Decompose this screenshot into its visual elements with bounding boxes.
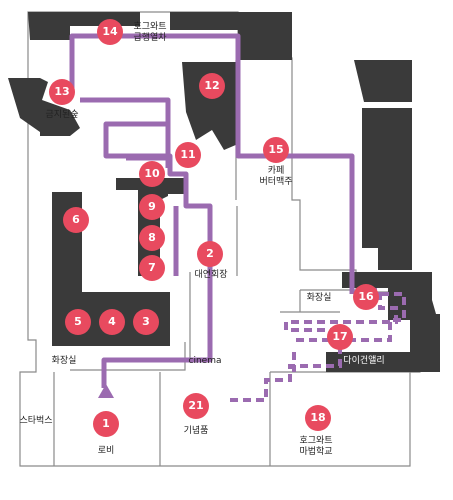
marker-17[interactable]: 17 xyxy=(327,324,353,350)
label-diagon-alley: 다이건앨리 xyxy=(343,356,385,366)
marker-15[interactable]: 15 xyxy=(263,137,289,163)
marker-9[interactable]: 9 xyxy=(139,194,165,220)
marker-4[interactable]: 4 xyxy=(99,309,125,335)
marker-8[interactable]: 8 xyxy=(139,225,165,251)
marker-13[interactable]: 13 xyxy=(49,79,75,105)
label-grand-hall: 대연회장 xyxy=(194,270,228,280)
dashed-route xyxy=(230,288,406,402)
marker-11[interactable]: 11 xyxy=(175,142,201,168)
marker-21[interactable]: 21 xyxy=(183,393,209,419)
marker-1[interactable]: 1 xyxy=(93,411,119,437)
label-lobby: 로비 xyxy=(97,446,115,456)
marker-18[interactable]: 18 xyxy=(305,405,331,431)
marker-3[interactable]: 3 xyxy=(133,309,159,335)
marker-5[interactable]: 5 xyxy=(65,309,91,335)
label-forbidden-forest: 금지된숲 xyxy=(45,110,79,120)
marker-2[interactable]: 2 xyxy=(197,241,223,267)
label-restroom-top: 화장실 xyxy=(306,293,332,303)
marker-7[interactable]: 7 xyxy=(139,255,165,281)
label-hogwarts-express: 호그와트 급행열차 xyxy=(133,22,167,43)
marker-10[interactable]: 10 xyxy=(139,161,165,187)
label-cinema: cinema xyxy=(188,356,222,366)
marker-14[interactable]: 14 xyxy=(97,19,123,45)
label-starbucks: 스타벅스 xyxy=(19,416,53,426)
marker-6[interactable]: 6 xyxy=(63,207,89,233)
label-restroom-left: 화장실 xyxy=(51,356,77,366)
label-souvenir: 기념품 xyxy=(183,426,209,436)
solid-route xyxy=(69,33,355,388)
marker-12[interactable]: 12 xyxy=(199,73,225,99)
label-cafe-butterbeer: 카페 버터맥주 xyxy=(259,166,293,187)
label-hogwarts-school: 호그와트 마법학교 xyxy=(299,436,333,457)
arrow xyxy=(98,384,114,398)
marker-16[interactable]: 16 xyxy=(353,284,379,310)
